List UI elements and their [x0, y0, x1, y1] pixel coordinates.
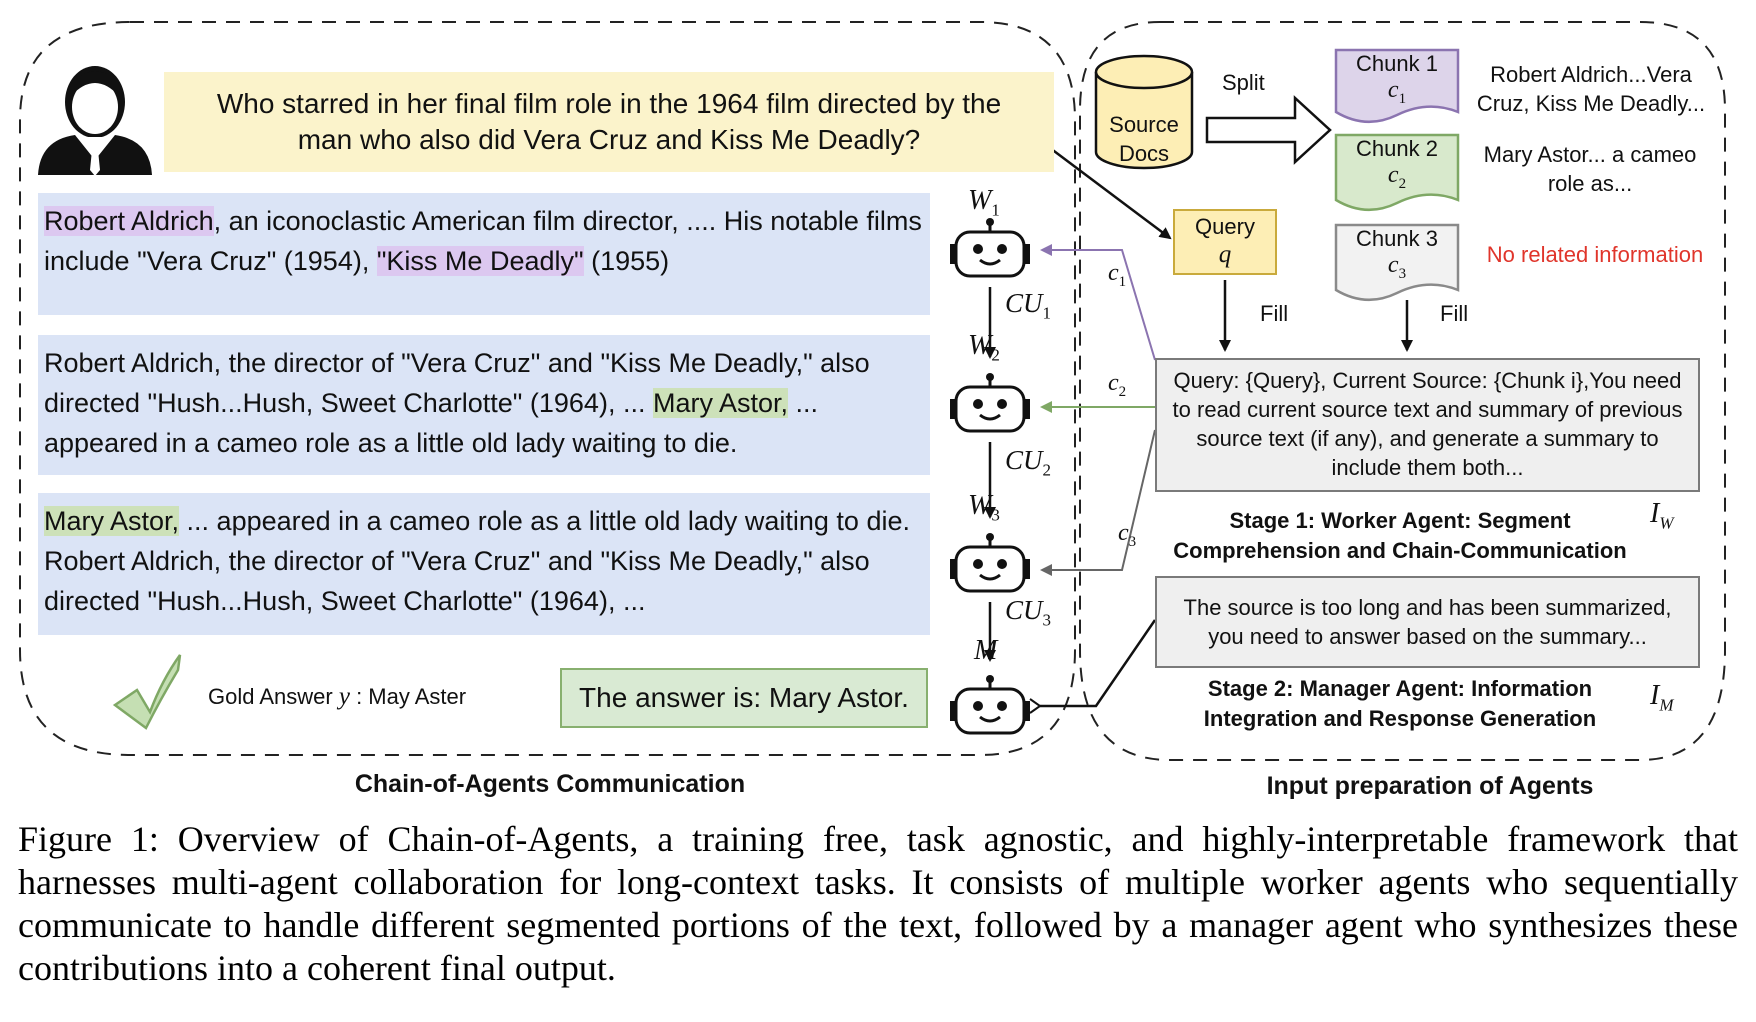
- stage1-title: Stage 1: Worker Agent: Segment Comprehen…: [1173, 508, 1627, 563]
- question-box: Who starred in her final film role in th…: [164, 72, 1054, 172]
- robot-icon-w1: [950, 218, 1030, 278]
- cu-label-1: CU1: [1005, 288, 1052, 323]
- context2-highlight: Mary Astor,: [652, 388, 788, 418]
- arrow-manager-prompt: [1029, 619, 1157, 714]
- context-box-1: Robert Aldrich, an iconoclastic American…: [38, 193, 930, 315]
- worker-prompt-box: Query: {Query}, Current Source: {Chunk i…: [1155, 358, 1700, 492]
- agent-label-manager: M: [974, 635, 998, 666]
- fill-label-2: Fill: [1440, 301, 1469, 326]
- chunk2-doc-shape: [1334, 133, 1460, 212]
- edge-label-c3: c3: [1118, 520, 1137, 550]
- gold-answer-label: Gold Answer y : May Aster: [208, 683, 467, 710]
- arrow-question-to-query: [1049, 147, 1172, 240]
- split-label: Split: [1222, 70, 1265, 95]
- manager-instruction-symbol: IM: [1650, 680, 1674, 715]
- question-text: Who starred in her final film role in th…: [216, 88, 1002, 155]
- context1-text-a: , an iconoclastic American film director…: [44, 206, 922, 276]
- context1-highlight-name: Robert Aldrich: [44, 206, 214, 236]
- left-section-label: Chain-of-Agents Communication: [354, 770, 746, 798]
- stage2-title: Stage 2: Manager Agent: Information Inte…: [1203, 676, 1597, 731]
- edge-label-c1: c1: [1108, 260, 1127, 290]
- source-docs-cylinder-icon: [1094, 54, 1194, 170]
- cu-label-2: CU2: [1005, 445, 1052, 480]
- edge-label-c2: c2: [1108, 370, 1127, 400]
- fill-label-1: Fill: [1260, 301, 1289, 326]
- worker-instruction-symbol: IW: [1650, 498, 1674, 533]
- query-box: [1173, 209, 1277, 275]
- check-mark-icon: [112, 654, 182, 730]
- context-box-2: Robert Aldrich, the director of "Vera Cr…: [38, 335, 930, 475]
- final-answer-box: The answer is: Mary Astor.: [560, 668, 928, 728]
- robot-icon-w3: [950, 533, 1030, 593]
- manager-prompt-text: The source is too long and has been summ…: [1183, 595, 1672, 649]
- context3-highlight: Mary Astor,: [44, 506, 180, 536]
- arrow-c3: [1040, 429, 1156, 576]
- context2-text-b: ... appeared in a cameo role as a little…: [44, 388, 819, 458]
- arrow-c1: [1040, 244, 1156, 361]
- split-arrow-icon: [1205, 95, 1332, 165]
- agent-label-w2: W2: [968, 330, 1000, 365]
- context-box-3: Mary Astor, ... appeared in a cameo role…: [38, 493, 930, 635]
- worker-prompt-text: Query: {Query}, Current Source: {Chunk i…: [1172, 368, 1683, 480]
- context1-highlight-film: "Kiss Me Deadly": [376, 246, 584, 276]
- robot-icon-manager: [950, 675, 1030, 735]
- left-region-outline: [19, 21, 1076, 756]
- context1-text-b: (1955): [583, 246, 670, 276]
- cu-label-3: CU3: [1005, 595, 1052, 630]
- agent-label-w1: W1: [968, 185, 1000, 220]
- chunk1-doc-shape: [1334, 48, 1460, 124]
- chunk2-text: Mary Astor... a cameo role as...: [1483, 142, 1697, 196]
- context3-text: ... appeared in a cameo role as a little…: [44, 506, 910, 616]
- user-icon: [38, 66, 152, 176]
- final-answer-text: The answer is: Mary Astor.: [579, 682, 909, 713]
- agent-label-w3: W3: [968, 490, 1000, 525]
- chunk3-text: No related information: [1486, 242, 1704, 267]
- context2-text-a: Robert Aldrich, the director of "Vera Cr…: [44, 348, 870, 418]
- right-region-outline: [1079, 21, 1726, 761]
- chunk3-doc-shape: [1334, 223, 1460, 302]
- manager-prompt-box: The source is too long and has been summ…: [1155, 576, 1700, 668]
- figure-caption: Figure 1: Overview of Chain-of-Agents, a…: [18, 819, 1738, 988]
- chunk1-text: Robert Aldrich...Vera Cruz, Kiss Me Dead…: [1476, 62, 1706, 116]
- right-section-label: Input preparation of Agents: [1266, 772, 1594, 800]
- robot-icon-w2: [950, 373, 1030, 433]
